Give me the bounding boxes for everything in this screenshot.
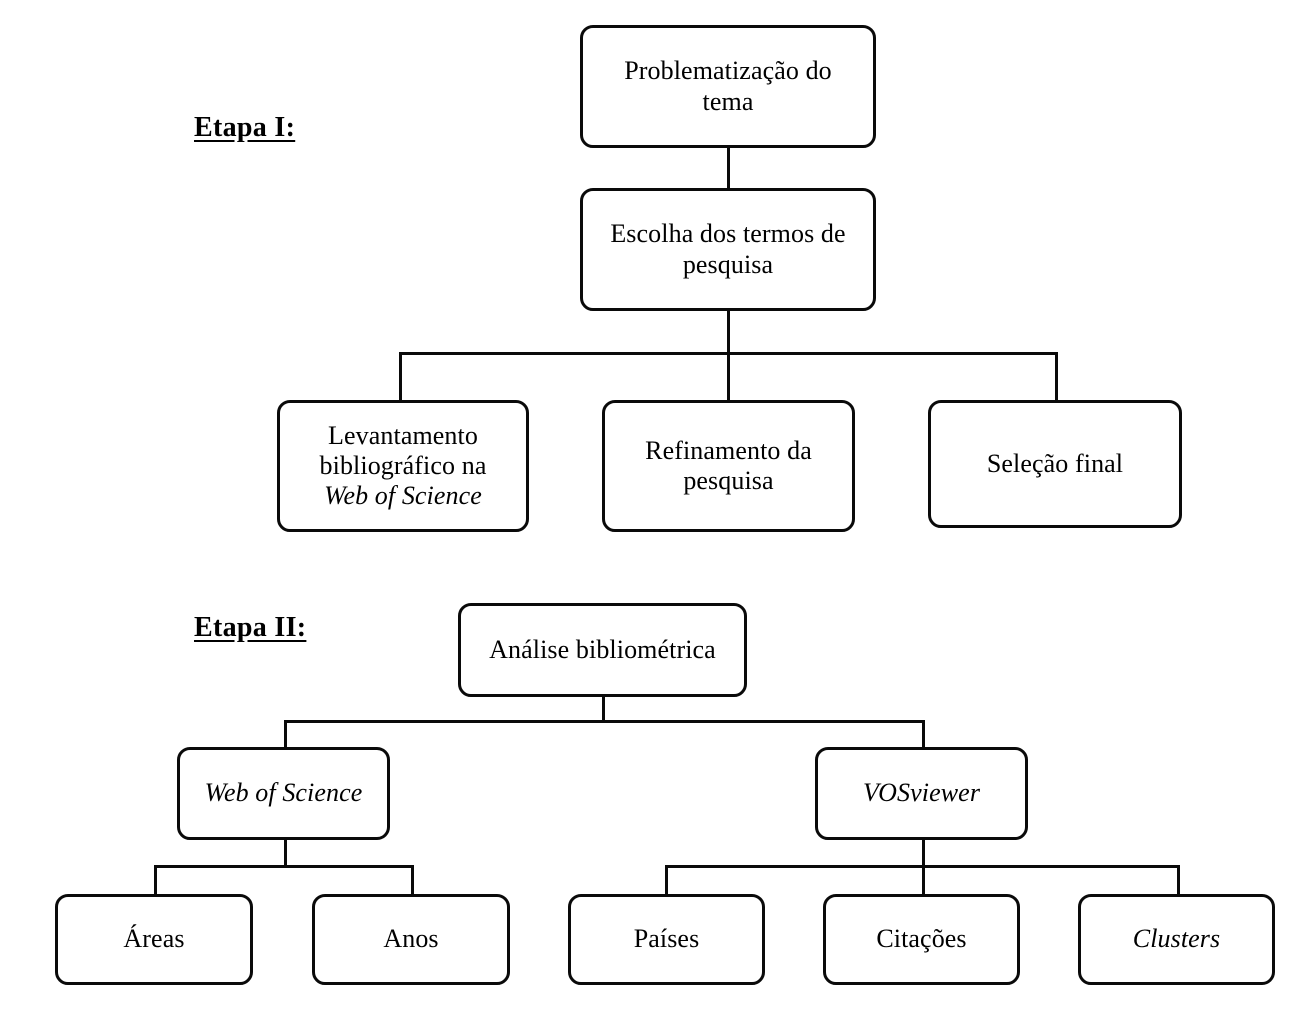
stage-label-etapa-1: Etapa I: — [194, 112, 296, 143]
node-citacoes[interactable]: Citações — [823, 894, 1020, 985]
node-label: Seleção final — [986, 448, 1124, 478]
node-label: Áreas — [123, 924, 185, 954]
stage-label-etapa-2: Etapa II: — [194, 612, 307, 643]
connector-analise-bus — [284, 720, 925, 723]
node-web-of-science[interactable]: Web of Science — [177, 747, 390, 840]
connector-drop-refinamento — [727, 352, 730, 402]
connector-drop-web-of-science — [284, 720, 287, 749]
node-label: Anos — [383, 924, 439, 954]
node-label: Web of Science — [204, 778, 363, 808]
node-label: Clusters — [1132, 924, 1221, 954]
node-clusters[interactable]: Clusters — [1078, 894, 1275, 985]
node-label: Países — [633, 924, 700, 954]
node-label: Análise bibliométrica — [489, 634, 716, 664]
node-vosviewer[interactable]: VOSviewer — [815, 747, 1028, 840]
connector-drop-clusters — [1177, 865, 1180, 896]
connector-drop-paises — [665, 865, 668, 896]
node-label: VOSviewer — [862, 778, 981, 808]
node-selecao-final[interactable]: Seleção final — [928, 400, 1182, 528]
connector-analise-stem — [602, 695, 605, 723]
connector-web-of-science-stem — [284, 838, 287, 868]
connector-drop-areas — [154, 865, 157, 896]
connector-web-of-science-bus — [154, 865, 414, 868]
connector-problematizacao-to-escolha — [727, 146, 730, 190]
node-anos[interactable]: Anos — [312, 894, 510, 985]
connector-drop-anos — [411, 865, 414, 896]
connector-drop-vosviewer — [922, 720, 925, 749]
node-paises[interactable]: Países — [568, 894, 765, 985]
connector-escolha-stem — [727, 309, 730, 355]
connector-drop-levantamento — [399, 352, 402, 402]
node-label: Citações — [876, 924, 967, 954]
connector-vosviewer-stem — [922, 838, 925, 868]
node-areas[interactable]: Áreas — [55, 894, 253, 985]
connector-drop-selecao — [1055, 352, 1058, 402]
node-analise-bibliometrica[interactable]: Análise bibliométrica — [458, 603, 747, 697]
connector-drop-citacoes — [922, 865, 925, 896]
